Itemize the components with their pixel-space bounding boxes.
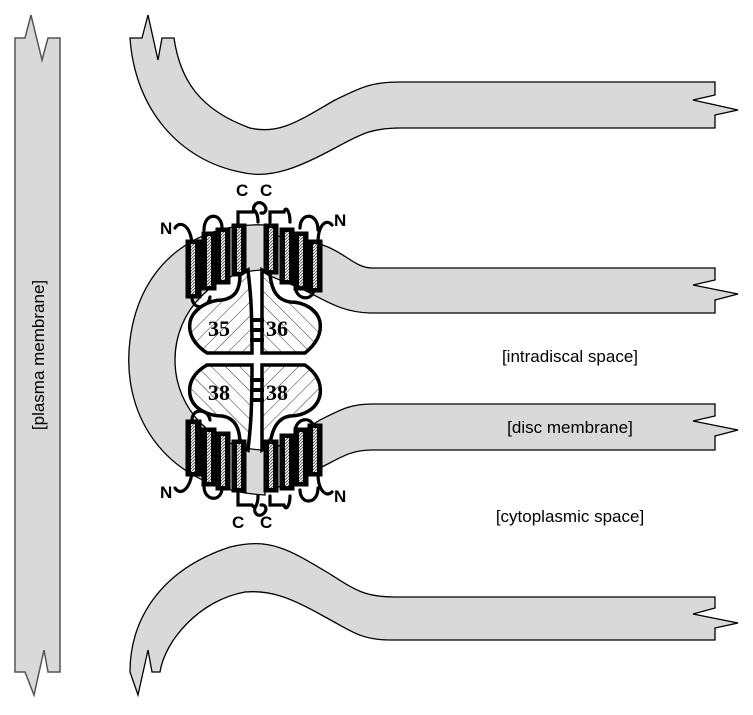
top-disc-membrane xyxy=(129,14,739,176)
upper-rhodopsin-dimer: N N C C xyxy=(160,181,346,309)
dimer-interface-linkers xyxy=(250,318,264,402)
c-terminus-lower-left: C xyxy=(232,513,244,532)
c-terminus-upper-right: C xyxy=(260,181,272,200)
n-terminus-lower-right: N xyxy=(334,487,346,506)
c-terminus-upper-left: C xyxy=(236,181,248,200)
domain-36 xyxy=(260,266,323,355)
n-terminus-upper-right: N xyxy=(334,211,346,230)
domain-38-left-label: 38 xyxy=(208,380,230,405)
domain-38-left xyxy=(187,363,254,453)
plasma-membrane xyxy=(14,14,61,698)
cytoplasmic-space-label: [cytoplasmic space] xyxy=(496,507,644,526)
intradiscal-space-label: [intradiscal space] xyxy=(502,347,638,366)
disc-membrane-lower-leaf xyxy=(264,403,739,491)
n-terminus-upper-left: N xyxy=(160,219,172,238)
plasma-membrane-label: [plasma membrane] xyxy=(29,280,48,430)
disc-membrane-upper-leaf xyxy=(261,235,739,314)
bottom-disc-membrane xyxy=(129,543,739,698)
disc-membrane-label: [disc membrane] xyxy=(507,418,633,437)
c-terminus-lower-right: C xyxy=(260,513,272,532)
n-terminus-lower-left: N xyxy=(160,483,172,502)
domain-38-right xyxy=(260,363,323,454)
domain-38-right-label: 38 xyxy=(266,380,288,405)
lower-rhodopsin-dimer: N N C C xyxy=(160,409,346,532)
domain-35 xyxy=(187,267,254,355)
domain-36-label: 36 xyxy=(266,316,288,341)
disc-rim xyxy=(128,224,266,496)
domain-35-label: 35 xyxy=(208,316,230,341)
